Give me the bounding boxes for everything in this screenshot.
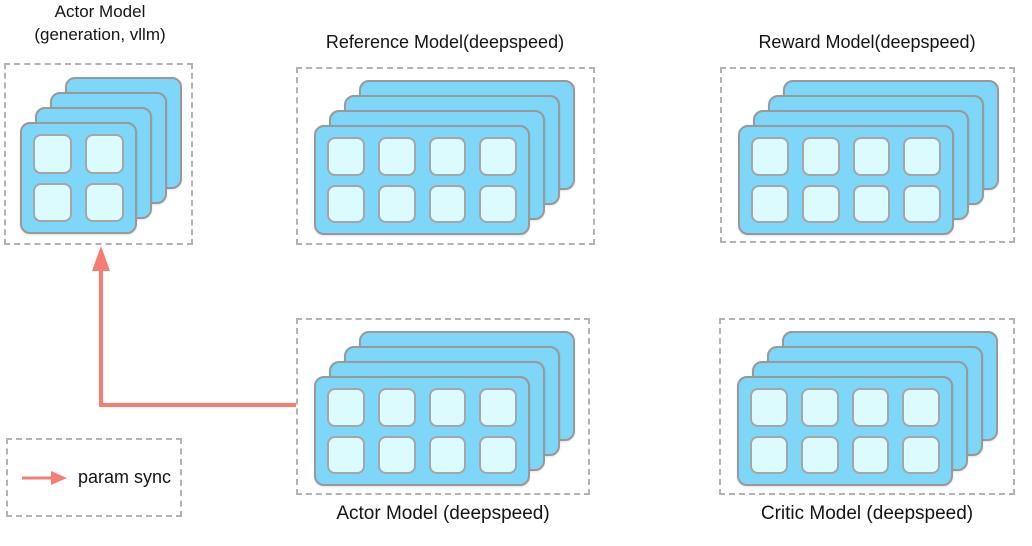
gpu-cell — [428, 137, 467, 176]
critic-model-box — [719, 318, 1015, 495]
critic-gpu-stack — [737, 331, 998, 486]
gpu-cell — [751, 137, 789, 176]
reward-model-box — [720, 67, 1015, 243]
gpu-cell — [801, 184, 840, 223]
param-sync-arrow-icon — [22, 470, 67, 485]
param-sync-arrow-line — [99, 252, 296, 407]
gpu-cell — [902, 435, 940, 474]
gpu-card — [314, 376, 530, 486]
gpu-cell — [751, 184, 789, 223]
gpu-cell — [428, 388, 467, 427]
actor-vllm-title-line2: (generation, vllm) — [34, 25, 166, 44]
legend-box: param sync — [6, 438, 182, 517]
actor-vllm-gpu-stack — [20, 77, 182, 234]
gpu-cell — [377, 184, 416, 223]
gpu-cell — [903, 184, 941, 223]
param-sync-arrowhead-icon — [92, 246, 110, 271]
gpu-cell — [479, 137, 517, 176]
gpu-cell — [327, 184, 365, 223]
gpu-card — [20, 122, 137, 234]
reference-model-title: Reference Model(deepspeed) — [325, 32, 565, 52]
actor-vllm-box — [4, 63, 193, 245]
actor-deepspeed-box — [296, 318, 590, 495]
legend-label: param sync — [78, 467, 172, 487]
actor-deepspeed-title: Actor Model (deepspeed) — [336, 503, 550, 524]
gpu-cell — [800, 435, 839, 474]
gpu-cell — [902, 388, 940, 427]
gpu-cell — [377, 388, 416, 427]
actor-vllm-title-line1: Actor Model — [54, 2, 146, 21]
gpu-cell — [750, 435, 788, 474]
gpu-cell — [327, 435, 365, 474]
reward-model-title: Reward Model(deepspeed) — [758, 32, 976, 52]
gpu-cell — [801, 137, 840, 176]
reward-gpu-stack — [738, 80, 999, 235]
gpu-card — [314, 125, 530, 235]
gpu-cell — [479, 435, 517, 474]
gpu-cell — [479, 388, 517, 427]
gpu-cell — [327, 137, 365, 176]
actor-deepspeed-gpu-stack — [314, 331, 575, 486]
gpu-card — [738, 125, 954, 235]
actor-vllm-title: Actor Model (generation, vllm) — [0, 0, 200, 46]
gpu-cell — [851, 388, 890, 427]
gpu-cell — [33, 134, 72, 174]
gpu-cell — [851, 435, 890, 474]
gpu-cell — [377, 435, 416, 474]
critic-model-title: Critic Model (deepspeed) — [760, 503, 974, 524]
gpu-cell — [479, 184, 517, 223]
gpu-cell — [428, 435, 467, 474]
gpu-cell — [85, 182, 124, 222]
gpu-cell — [377, 137, 416, 176]
reference-model-box — [296, 67, 595, 245]
gpu-cell — [800, 388, 839, 427]
gpu-cell — [750, 388, 788, 427]
gpu-cell — [903, 137, 941, 176]
gpu-cell — [852, 137, 891, 176]
gpu-card — [737, 376, 953, 486]
gpu-cell — [327, 388, 365, 427]
reference-gpu-stack — [314, 80, 575, 235]
gpu-cell — [852, 184, 891, 223]
gpu-cell — [428, 184, 467, 223]
gpu-cell — [85, 134, 124, 174]
gpu-cell — [33, 182, 72, 222]
